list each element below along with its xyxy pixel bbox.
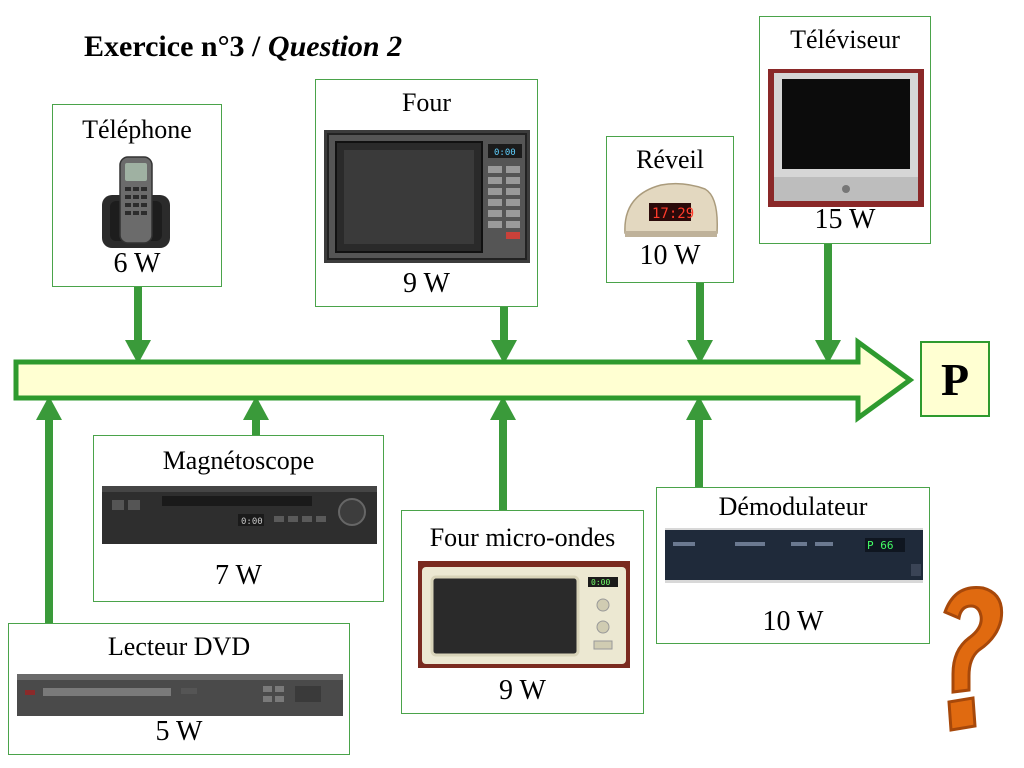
device-box-lecteur-dvd: Lecteur DVD 5 W (8, 623, 350, 755)
cordless-phone-icon (102, 156, 170, 248)
tv-icon (768, 69, 924, 207)
connector-arrows (36, 244, 841, 623)
svg-text:17:29: 17:29 (652, 206, 694, 222)
device-label-four: Four (401, 88, 452, 117)
connector-magnetoscope (243, 396, 269, 435)
connector-four (491, 307, 517, 364)
device-label-telephone: Téléphone (82, 115, 192, 144)
device-label-magnetoscope: Magnétoscope (162, 446, 315, 475)
connector-four-micro-ondes (490, 396, 516, 510)
device-label-televiseur: Téléviseur (790, 25, 900, 54)
microwave-icon: 0:00 (418, 561, 630, 668)
device-box-four-micro-ondes: Four micro-ondes 0:00 9 W (401, 510, 644, 714)
svg-text:0:00: 0:00 (591, 578, 610, 587)
question-mark-icon (943, 586, 1004, 732)
set-top-box-icon: P 66 (665, 528, 923, 583)
connector-reveil (687, 283, 713, 364)
device-box-four: Four 0:00 9 W (315, 79, 538, 307)
device-label-four-micro-ondes: Four micro-ondes (429, 523, 616, 552)
title-bold: Exercice n°3 / (84, 30, 268, 63)
vcr-icon: 0:00 (102, 486, 377, 544)
device-power-four-micro-ondes: 9 W (499, 675, 546, 706)
device-box-televiseur: Téléviseur 15 W (759, 16, 931, 244)
device-label-lecteur-dvd: Lecteur DVD (107, 632, 251, 661)
device-power-magnetoscope: 7 W (215, 560, 262, 591)
device-power-demodulateur: 10 W (762, 606, 824, 637)
device-power-telephone: 6 W (113, 248, 161, 279)
connector-telephone (125, 287, 151, 364)
power-total-label: P (940, 353, 970, 405)
device-label-demodulateur: Démodulateur (718, 492, 868, 521)
oven-icon: 0:00 (324, 130, 530, 263)
svg-text:0:00: 0:00 (494, 148, 516, 158)
device-box-magnetoscope: Magnétoscope 0:00 7 W (93, 435, 384, 602)
device-power-four: 9 W (403, 268, 450, 299)
device-box-telephone: Téléphone 6 W (52, 104, 222, 287)
connector-demodulateur (686, 396, 712, 487)
dvd-player-icon (17, 674, 343, 716)
alarm-clock-icon: 17:29 (624, 182, 718, 237)
connector-televiseur (815, 244, 841, 364)
slide-title: Exercice n°3 / Question 2 (84, 30, 402, 64)
title-italic: Question 2 (267, 30, 403, 63)
device-label-reveil: Réveil (636, 145, 704, 174)
main-flow-arrow (13, 337, 915, 423)
connector-lecteur-dvd (36, 396, 62, 623)
device-power-reveil: 10 W (639, 240, 701, 271)
device-box-reveil: Réveil 17:29 10 W (606, 136, 734, 283)
power-total-box: P (920, 341, 990, 417)
svg-text:P 66: P 66 (867, 539, 894, 552)
device-box-demodulateur: Démodulateur P 66 10 W (656, 487, 930, 644)
device-power-televiseur: 15 W (814, 204, 876, 235)
device-power-lecteur-dvd: 5 W (155, 716, 203, 747)
svg-text:0:00: 0:00 (241, 517, 263, 527)
